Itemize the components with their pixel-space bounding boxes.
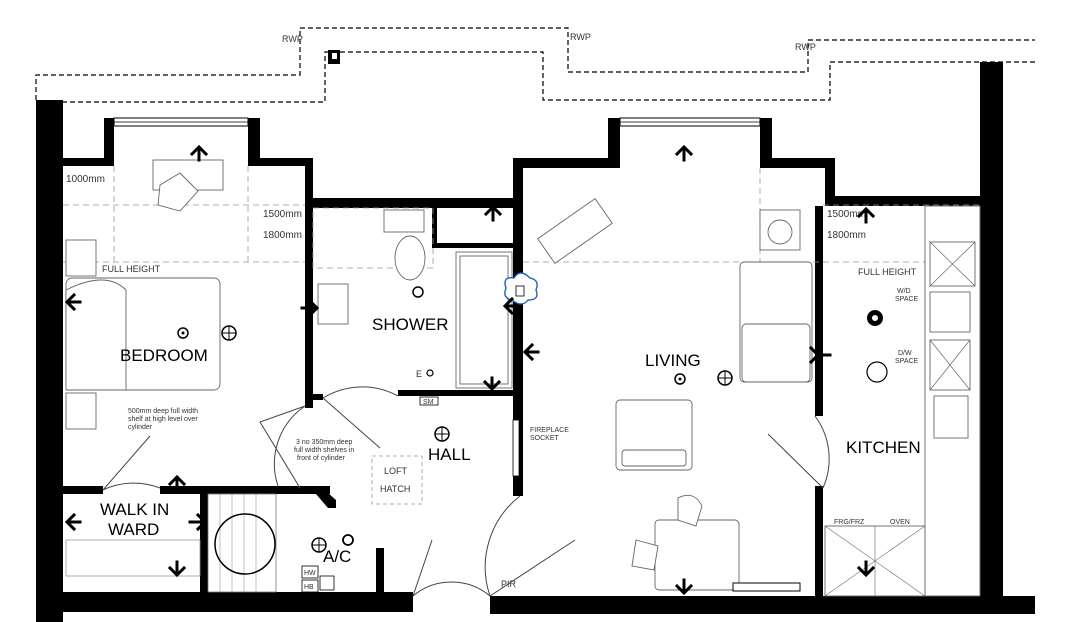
room-label-shower: SHOWER [372,315,449,334]
bedroom-furniture [65,159,237,430]
hall-items [371,396,520,505]
dim-1800-bedroom: 1800mm [263,230,302,241]
dim-1500-bedroom: 1500mm [263,209,302,220]
living-furniture [537,198,813,592]
shelves-note-line-3: front of cylinder [297,455,346,462]
loft-hatch-label-1: LOFT [384,466,408,476]
walls [36,62,1035,622]
hw-label: HW [304,570,316,577]
shelves-note-line-1: 3 no 350mm deep [296,439,353,446]
shelf-note-line-3: cylinder [128,424,153,431]
shelf-note-line-1: 500mm deep full width [128,408,198,415]
room-label-bedroom: BEDROOM [120,346,208,365]
fireplace-label-2: SOCKET [530,435,560,442]
dim-1500-kitchen: 1500mm [827,209,866,220]
dim-1000: 1000mm [66,174,105,185]
kitchen-fixtures [824,205,981,597]
e-marker: E [416,369,422,379]
sm-label: SM [423,399,434,406]
room-label-ac: A/C [323,547,351,566]
full-height-kitchen: FULL HEIGHT [858,267,917,277]
room-label-living: LIVING [645,351,701,370]
frg-frz-label: FRG/FRZ [834,519,865,526]
room-label-hall: HALL [428,445,471,464]
cylinder-cupboard [65,493,354,593]
full-height-bedroom: FULL HEIGHT [102,264,161,274]
room-label-walk-in: WALK IN [100,500,169,519]
room-label-kitchen: KITCHEN [846,438,921,457]
doors [102,386,830,597]
rwp-label-1: RWP [282,34,303,44]
arrows [64,144,876,596]
rwp-label-2: RWP [570,32,591,42]
fireplace-label-1: FIREPLACE [530,427,569,434]
rwp-label-3: RWP [795,42,816,52]
loft-hatch-label-2: HATCH [380,484,410,494]
dim-1800-kitchen: 1800mm [827,230,866,241]
roof-outline [35,27,1035,103]
wd-space-label-1: W/D [897,288,911,295]
shower-fixtures [317,209,513,389]
dw-space-label-2: SPACE [895,358,919,365]
shelves-note-line-2: full width shelves in [294,447,354,454]
room-label-ward: WARD [108,520,159,539]
shelf-note-line-2: shelf at high level over [128,416,198,423]
oven-label: OVEN [890,519,910,526]
hb-label: HB [304,584,314,591]
dw-space-label-1: D/W [898,350,912,357]
wd-space-label-2: SPACE [895,296,919,303]
